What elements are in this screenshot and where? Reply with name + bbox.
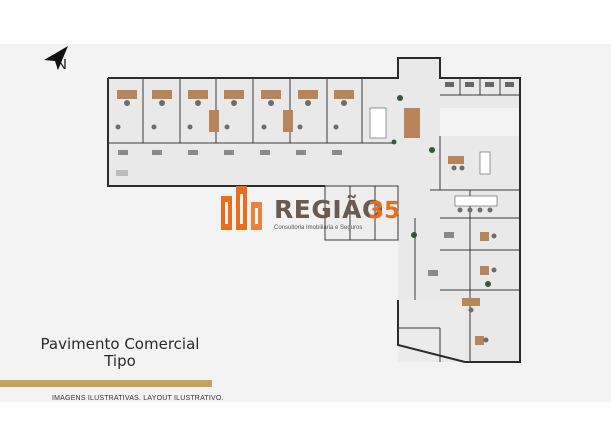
lower-room: [398, 327, 441, 362]
outer-walls: [107, 57, 521, 363]
logo-mark-icon: [221, 186, 262, 230]
logo-name: REGIÃO: [274, 195, 384, 224]
desks-corridor: [116, 150, 342, 176]
logo-number: 35: [368, 198, 401, 224]
chairs-top: [115, 100, 347, 130]
title-line-1: Pavimento Comercial: [40, 335, 200, 353]
page-title: Pavimento Comercial Tipo: [14, 336, 226, 370]
desks-top: [117, 90, 420, 139]
desks-right: [428, 151, 498, 345]
chairs-right: [451, 165, 497, 343]
logo-tagline: Consultoria Imobiliária e Seguros: [274, 225, 363, 231]
north-label: N: [56, 56, 67, 73]
office-row-right: [414, 136, 520, 362]
core: [324, 185, 399, 241]
utility-fixtures: [445, 82, 514, 87]
utility-rooms: [440, 78, 520, 96]
plants: [391, 95, 491, 287]
accent-bar: [0, 380, 212, 387]
north-arrow-icon: [44, 46, 68, 70]
title-line-2: Tipo: [104, 352, 136, 370]
disclaimer: IMAGENS ILUSTRATIVAS. LAYOUT ILUSTRATIVO…: [52, 395, 224, 402]
